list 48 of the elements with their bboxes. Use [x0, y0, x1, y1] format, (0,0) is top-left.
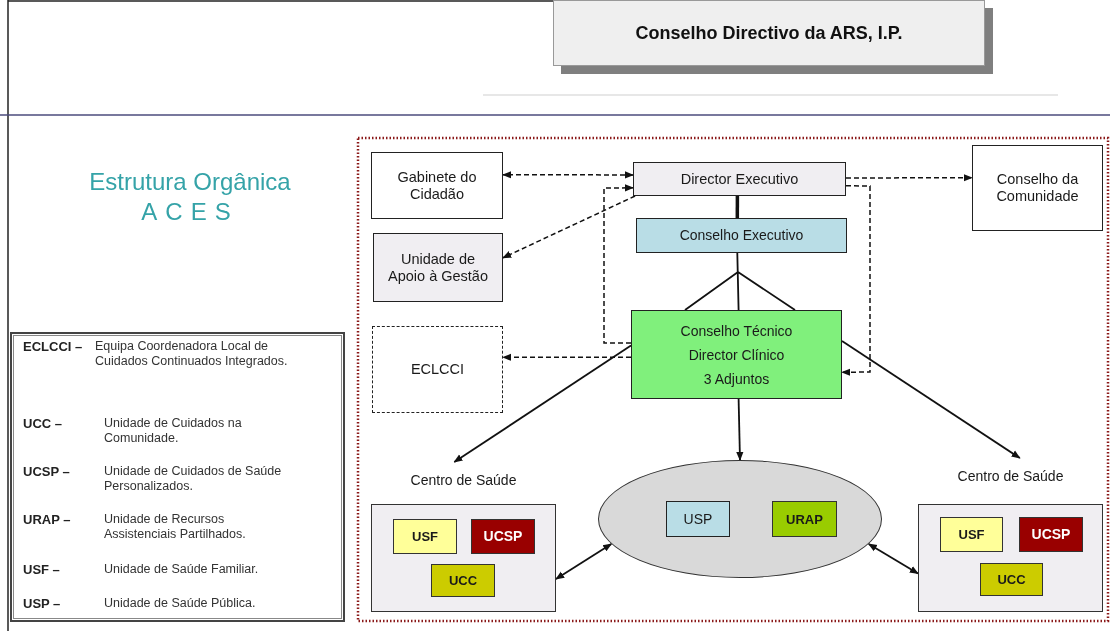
org-unit-box: Gabinete do Cidadão	[371, 152, 503, 219]
definition-text: Unidade de Cuidados na Comunidade.	[104, 416, 243, 446]
arrow	[502, 195, 636, 259]
abbreviation: UCSP –	[23, 464, 70, 479]
arrow	[867, 543, 919, 575]
arrow	[845, 174, 973, 182]
diagram-heading: ACES	[140, 198, 240, 226]
box-text: Conselho Técnico	[680, 321, 793, 341]
unit-badge: USF	[940, 517, 1003, 552]
arrow	[502, 171, 634, 179]
group-heading: Centro de Saúde	[957, 468, 1064, 485]
unit-badge: UCC	[980, 563, 1043, 596]
header-title: Conselho Directivo da ARS, I.P.	[553, 0, 985, 66]
unit-badge: UCSP	[1019, 517, 1083, 552]
definition-text: Unidade de Recursos Assistenciais Partilhados.	[104, 512, 247, 542]
arrow	[841, 340, 1021, 459]
arrow	[841, 185, 871, 376]
unit-badge: UCSP	[471, 519, 535, 554]
box-text: 3 Adjuntos	[703, 369, 770, 389]
org-unit-box: Unidade de Apoio à Gestão	[373, 233, 503, 302]
org-unit-box: Conselho Executivo	[636, 218, 847, 253]
arrow	[736, 398, 744, 461]
arrow	[453, 344, 632, 463]
definition-text: Equipa Coordenadora Local de Cuidados Continuados Integrados.	[95, 339, 289, 369]
arrow	[555, 543, 613, 580]
definition-text: Unidade de Cuidados de Saúde Personalizados.	[104, 464, 283, 494]
group-heading: Centro de Saúde	[410, 472, 517, 489]
abbreviation: URAP –	[23, 512, 71, 527]
definition-text: Unidade de Saúde Familiar.	[104, 562, 260, 577]
org-unit-box: Conselho da Comunidade	[972, 145, 1103, 231]
arrow	[502, 353, 632, 361]
abbreviation: UCC –	[23, 416, 62, 431]
arrow	[603, 184, 634, 344]
diagram-heading: Estrutura Orgânica	[88, 168, 292, 196]
connector-line	[735, 196, 740, 218]
connector-line	[684, 252, 796, 311]
abbreviation: USP –	[23, 596, 61, 611]
box-text: Director Clínico	[688, 345, 785, 365]
unit-badge: USF	[393, 519, 457, 554]
org-unit-box: ECLCCI	[372, 326, 503, 413]
unit-badge: URAP	[772, 501, 837, 537]
org-unit-box	[631, 310, 842, 399]
unit-badge: UCC	[431, 564, 495, 597]
definition-text: Unidade de Saúde Pública.	[104, 596, 257, 611]
org-unit-box: Director Executivo	[633, 162, 846, 196]
abbreviation: USF –	[23, 562, 60, 577]
org-unit-box: USP	[666, 501, 730, 537]
abbreviation: ECLCCI –	[23, 339, 83, 354]
